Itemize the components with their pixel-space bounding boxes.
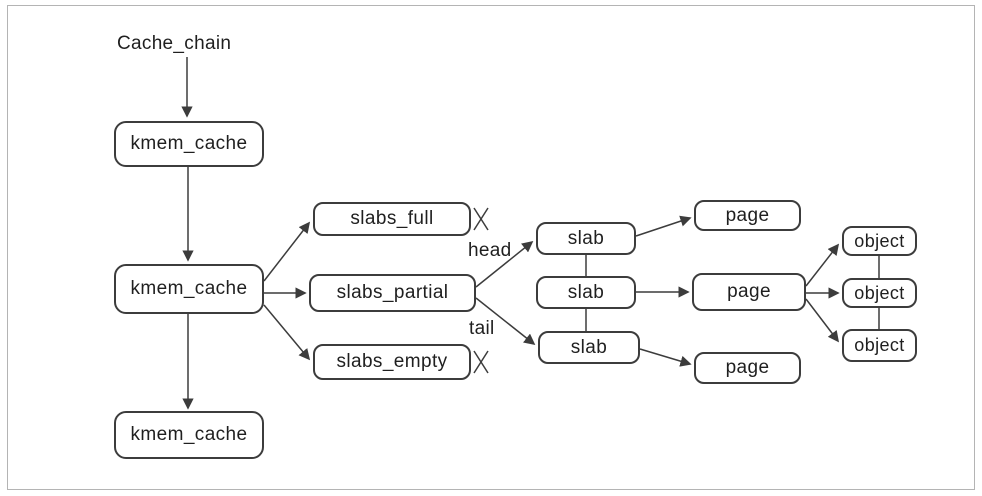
node-kmem-cache-top: kmem_cache bbox=[114, 121, 264, 167]
edge-kmem-to-slabs-full bbox=[263, 221, 311, 282]
node-kmem-cache-bottom: kmem_cache bbox=[114, 411, 264, 459]
edge-kmem-to-slabs-empty bbox=[263, 304, 311, 361]
edge-page-to-object-bottom bbox=[805, 298, 840, 343]
node-page-middle: page bbox=[692, 273, 806, 311]
edge-slab-tail-to-page bbox=[639, 348, 692, 367]
tail-label: tail bbox=[469, 318, 495, 339]
edge-page-to-object-top bbox=[805, 243, 840, 287]
cache-chain-label: Cache_chain bbox=[117, 33, 232, 54]
node-slabs-empty: slabs_empty bbox=[313, 344, 471, 380]
head-label: head bbox=[468, 240, 512, 261]
edge-tail-to-slab bbox=[475, 297, 536, 346]
node-slabs-partial: slabs_partial bbox=[309, 274, 476, 312]
node-slab-tail: slab bbox=[538, 331, 640, 364]
null-terminator-icon bbox=[473, 207, 489, 231]
node-slab-head: slab bbox=[536, 222, 636, 255]
node-page-bottom: page bbox=[694, 352, 801, 384]
node-object-bottom: object bbox=[842, 329, 917, 362]
node-slabs-full: slabs_full bbox=[313, 202, 471, 236]
node-object-top: object bbox=[842, 226, 917, 256]
edge-slab-head-to-page bbox=[635, 215, 692, 237]
node-kmem-cache-mid: kmem_cache bbox=[114, 264, 264, 314]
node-page-top: page bbox=[694, 200, 801, 231]
edge-head-to-slab bbox=[475, 240, 534, 288]
null-terminator-icon bbox=[473, 350, 489, 374]
node-object-middle: object bbox=[842, 278, 917, 308]
node-slab-middle: slab bbox=[536, 276, 636, 309]
